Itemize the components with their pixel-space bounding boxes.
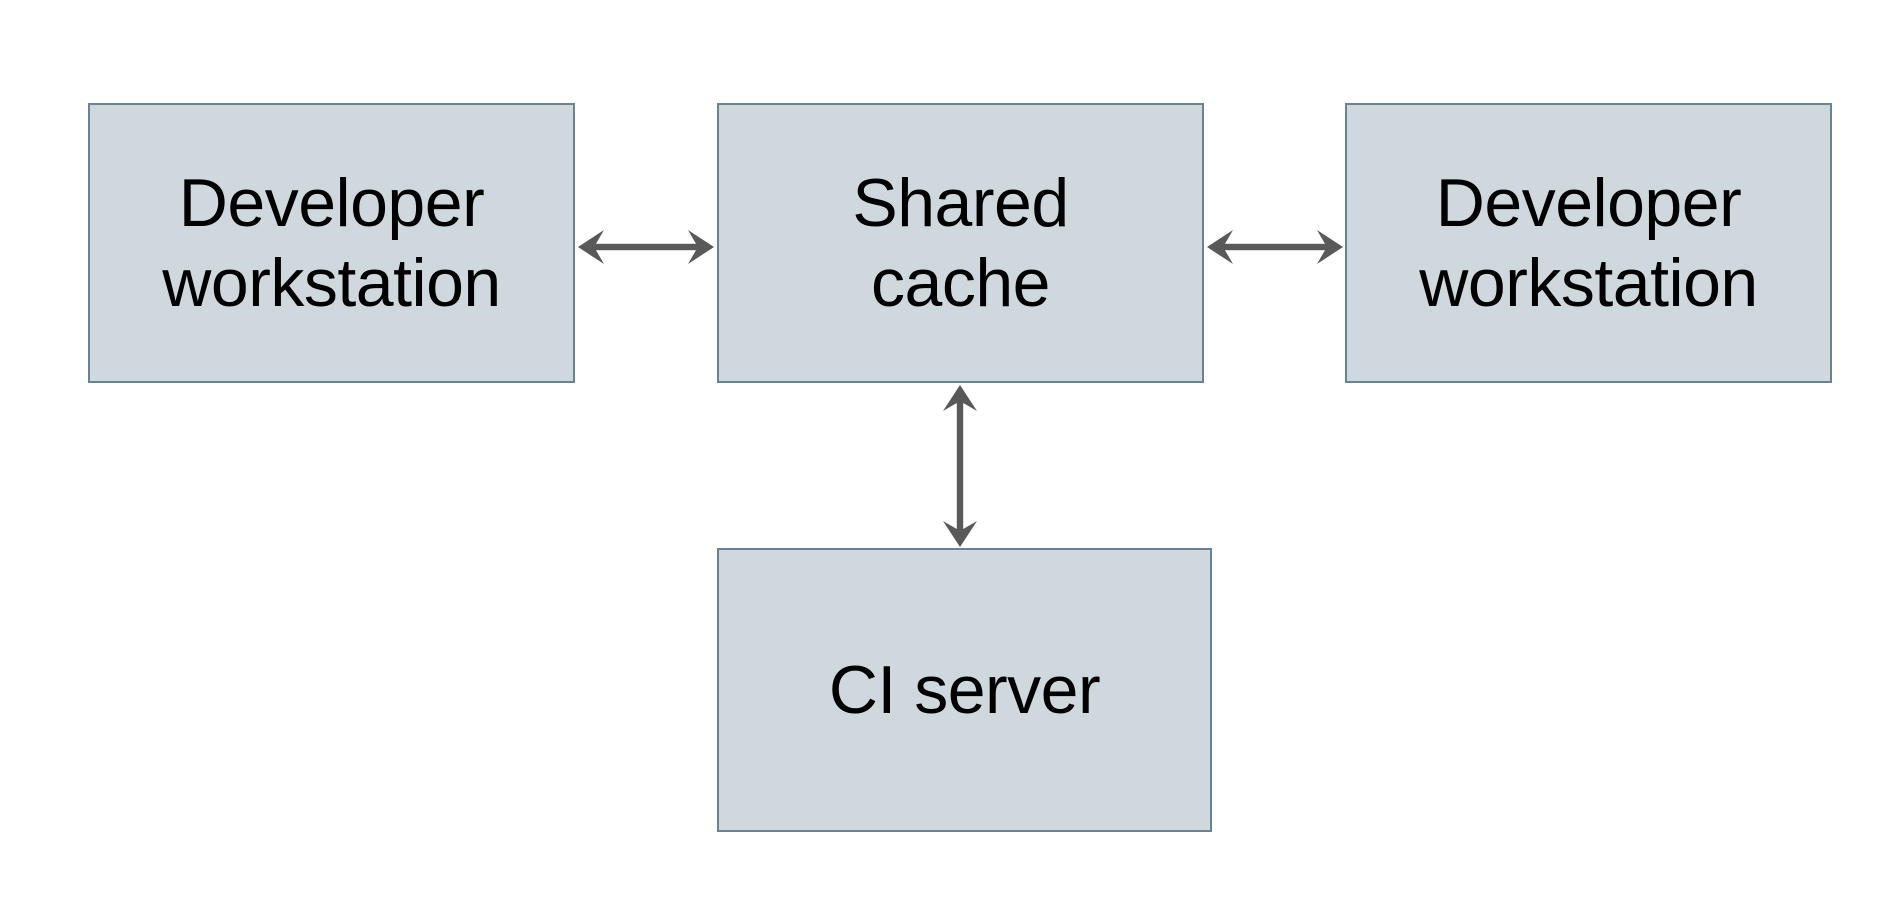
node-label: Shared cache — [852, 164, 1069, 321]
connector-left-workstation-to-cache — [578, 227, 714, 267]
node-label: Developer workstation — [1419, 164, 1758, 321]
node-ci-server[interactable]: CI server — [717, 548, 1212, 832]
node-developer-workstation-right[interactable]: Developer workstation — [1345, 103, 1832, 383]
connector-cache-to-ci-server — [940, 385, 980, 547]
connector-cache-to-right-workstation — [1207, 227, 1343, 267]
node-developer-workstation-left[interactable]: Developer workstation — [88, 103, 575, 383]
node-shared-cache[interactable]: Shared cache — [717, 103, 1204, 383]
node-label: CI server — [828, 651, 1101, 728]
node-label: Developer workstation — [162, 164, 501, 321]
